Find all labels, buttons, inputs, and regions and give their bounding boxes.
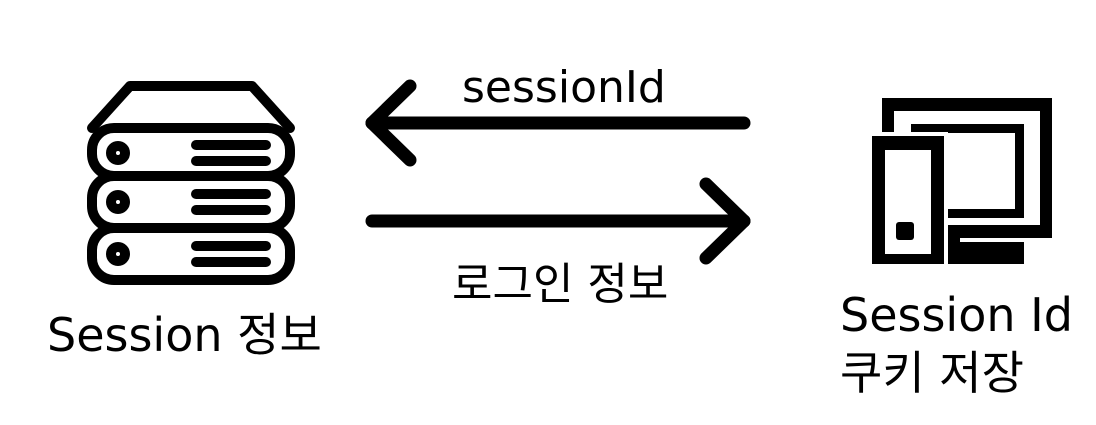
arrow-top-label: sessionId [462, 62, 666, 113]
server-icon [87, 81, 295, 285]
client-label-line2: 쿠키 저장 [840, 346, 1024, 400]
arrow-right-icon [365, 177, 751, 265]
server-label: Session 정보 [47, 308, 322, 362]
arrow-left-icon [365, 79, 751, 167]
client-label-line1: Session Id [840, 288, 1073, 342]
arrow-bottom-label: 로그인 정보 [452, 259, 669, 310]
desktop-computer-icon [868, 98, 1052, 268]
client-label: Session Id 쿠키 저장 [840, 286, 1073, 402]
